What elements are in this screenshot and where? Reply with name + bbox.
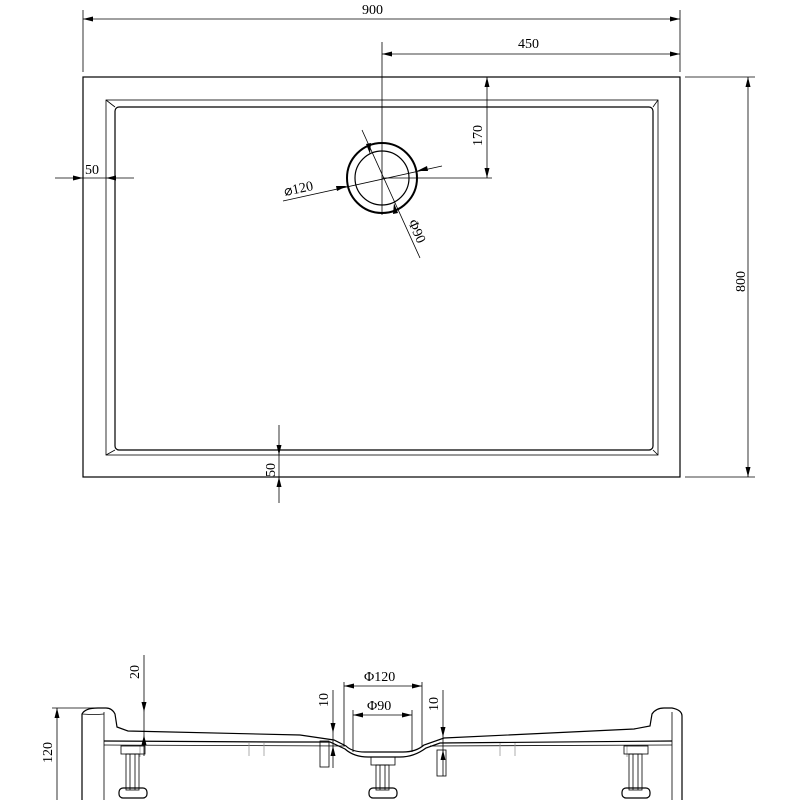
dimension-height-label: 800: [734, 271, 749, 292]
dimension-drain-outer: ⌀120: [283, 165, 443, 202]
section-view: 20 120 Φ120 Φ90: [41, 655, 683, 800]
dimension-inner-drain-label: Φ90: [367, 699, 391, 714]
dimension-drain-from-top-label: 170: [471, 125, 486, 146]
dimension-rim-bottom-label: 50: [264, 463, 279, 477]
dimension-rim-bottom: 50: [264, 425, 282, 503]
dimension-total-height: 120: [41, 707, 98, 800]
dimension-rim-top: 20: [128, 655, 147, 756]
dimension-drain-outer-label: ⌀120: [283, 179, 315, 200]
support-leg-left: [118, 745, 148, 799]
dimension-inner-drain: Φ90: [352, 699, 413, 752]
dimension-drain-from-top: 170: [382, 77, 492, 179]
dimension-height: 800: [685, 76, 755, 478]
dimension-rim-top-label: 20: [128, 665, 143, 679]
dimension-width-label: 900: [362, 3, 383, 18]
dimension-outer-drain-label: Φ120: [364, 670, 395, 685]
dimension-left-depth: 10: [317, 690, 336, 768]
tray-outer-outline: [82, 76, 681, 478]
dimension-drain-offset: 450: [381, 37, 680, 215]
dimension-rim-left: 50: [55, 163, 134, 181]
dimension-left-depth-label: 10: [317, 693, 332, 707]
support-leg-center: [368, 756, 398, 799]
dimension-drain-offset-label: 450: [518, 37, 539, 52]
tray-basin-outline: [114, 106, 654, 451]
dimension-right-depth: 10: [427, 690, 446, 776]
dimension-total-height-label: 120: [41, 742, 56, 763]
dimension-rim-left-label: 50: [85, 163, 99, 178]
tray-profile: [81, 707, 683, 800]
dimension-drain-inner: Φ90: [361, 129, 428, 259]
dimension-right-depth-label: 10: [427, 697, 442, 711]
dimension-width: 900: [82, 3, 681, 72]
dimension-outer-drain: Φ120: [343, 670, 423, 746]
support-leg-right: [621, 745, 651, 799]
plan-view: 900 450 170 800: [55, 3, 755, 503]
